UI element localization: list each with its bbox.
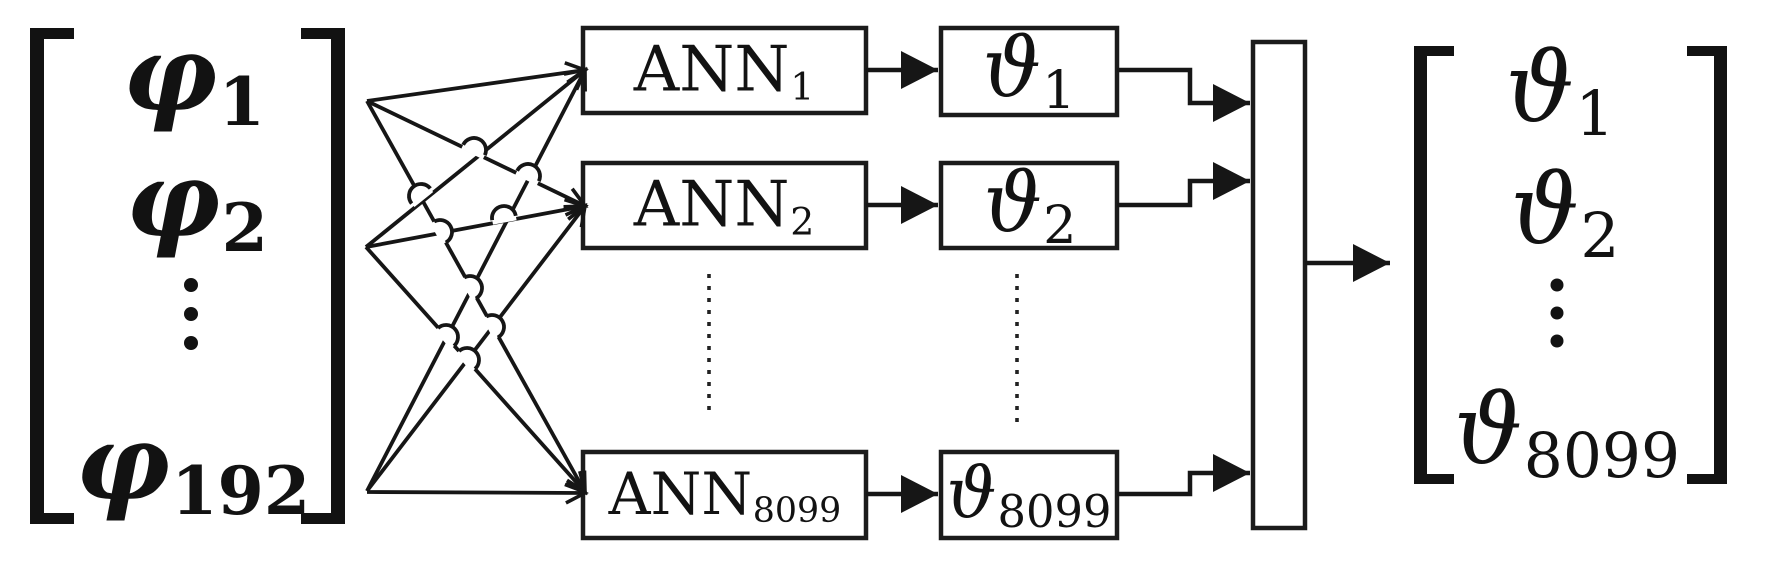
theta-to-bar-elbows (1117, 67, 1250, 497)
out-theta-8099-base: ϑ (1453, 374, 1523, 486)
input-entry-phi-2: φ2 (126, 148, 268, 261)
fan-arrow-b2 (365, 197, 589, 249)
input-vector-left-bracket (30, 28, 74, 524)
phi-2-base: φ (126, 138, 221, 261)
crossover-hops (407, 136, 542, 372)
phi-1-base: φ (123, 12, 218, 135)
ann-boxes (580, 25, 869, 541)
out-theta-1-subscript: 1 (1575, 78, 1615, 150)
hop (482, 313, 506, 340)
theta-boxes (938, 25, 1120, 541)
out-theta-2-subscript: 2 (1580, 200, 1620, 272)
phi-192-base: φ (75, 401, 170, 524)
input-entry-phi-192: φ192 (76, 411, 310, 524)
hop (490, 204, 518, 225)
theta-last-base: ϑ (946, 452, 997, 534)
out-theta-1-base: ϑ (1505, 32, 1575, 144)
phi-1-subscript: 1 (218, 62, 265, 141)
ann-1-label: ANN1 (634, 38, 815, 106)
hop (460, 274, 484, 301)
theta-1-label: ϑ1 (982, 28, 1075, 117)
fan-arrow-b1 (364, 67, 589, 249)
input-entry-phi-1: φ1 (123, 22, 265, 135)
output-vector-left-bracket (1414, 46, 1454, 484)
merge-bar (1250, 39, 1308, 531)
hop (515, 162, 542, 186)
thetalast-elbow (1117, 454, 1250, 497)
ann-last-subscript: 8099 (752, 491, 842, 532)
output-entry-theta-2: ϑ2 (1511, 162, 1620, 267)
fan-arrow-a1 (366, 61, 589, 103)
theta1-elbow (1117, 67, 1250, 122)
ann-to-theta-arrows (866, 51, 938, 513)
ann-1-subscript: 1 (790, 64, 815, 109)
out-theta-8099-subscript: 8099 (1523, 420, 1681, 492)
output-vector-right-bracket (1687, 46, 1727, 484)
theta-2-box (938, 160, 1120, 251)
fan-arrow-c3 (366, 481, 589, 505)
ann-last-label: ANN8099 (609, 465, 842, 529)
theta2-elbow (1117, 162, 1250, 208)
phi-2-subscript: 2 (221, 188, 268, 267)
theta-2-label: ϑ2 (983, 163, 1076, 252)
hop (430, 218, 454, 245)
theta-last-box (938, 449, 1120, 541)
theta-last-label: ϑ8099 (947, 458, 1112, 534)
theta-2-base: ϑ (983, 156, 1043, 251)
ann-2-subscript: 2 (790, 199, 815, 244)
hop (461, 136, 488, 160)
fan-arrow-c2 (365, 202, 588, 493)
output-vector-vdots-icon (1550, 278, 1564, 348)
ellipsis-separators (707, 274, 1019, 424)
out-theta-2-base: ϑ (1510, 154, 1580, 266)
theta-1-base: ϑ (982, 21, 1042, 116)
phi-192-subscript: 192 (171, 451, 311, 530)
ann-2-base: ANN (633, 167, 790, 241)
ann-2-box (580, 160, 869, 251)
output-entry-theta-8099: ϑ8099 (1454, 382, 1680, 487)
ann-last-box (580, 449, 869, 541)
ann-1-base: ANN (633, 32, 790, 106)
input-vector-right-bracket (301, 28, 345, 524)
ann-2-label: ANN2 (634, 173, 815, 241)
output-entry-theta-1: ϑ1 (1506, 40, 1615, 145)
hop (455, 346, 481, 372)
hop (434, 323, 460, 349)
ann-last-base: ANN (608, 460, 753, 528)
theta-last-subscript: 8099 (997, 484, 1112, 538)
hop (407, 182, 434, 208)
theta-1-subscript: 1 (1042, 59, 1076, 121)
theta-2-subscript: 2 (1043, 194, 1077, 256)
input-vector-vdots-icon (184, 278, 198, 350)
